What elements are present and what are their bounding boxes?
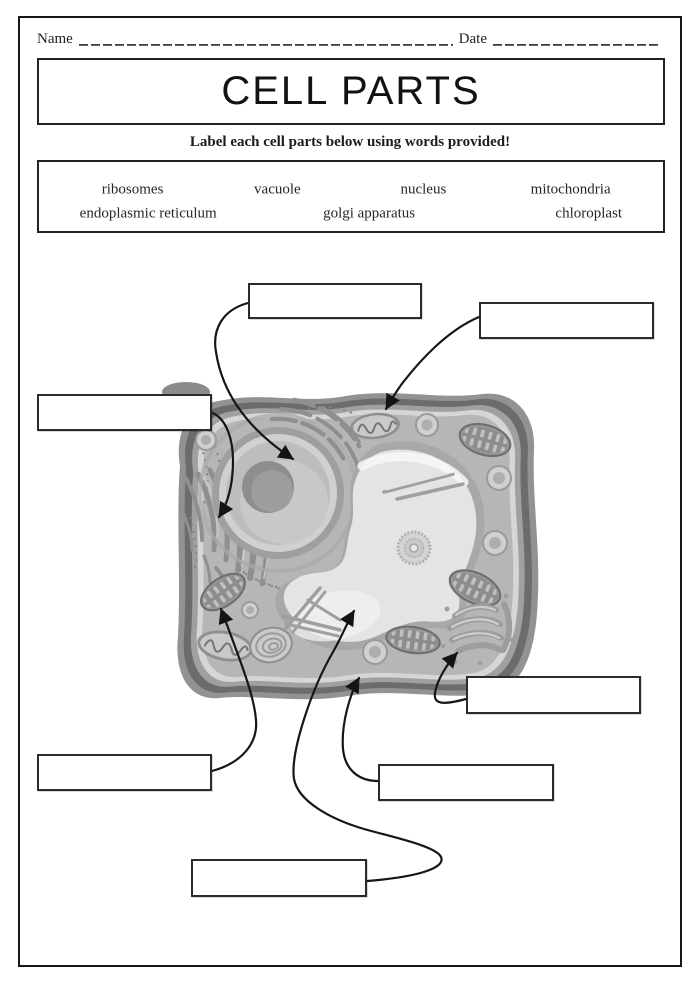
word-bank-box: ribosomes vacuole nucleus mitochondria e… bbox=[37, 160, 665, 233]
name-label: Name bbox=[37, 31, 73, 47]
mitochondrion-top bbox=[350, 412, 400, 440]
instruction-text: Label each cell parts below using words … bbox=[189, 134, 511, 150]
date-label: Date bbox=[458, 31, 487, 47]
name-date-row: Name Date bbox=[37, 31, 667, 48]
nucleus bbox=[198, 413, 358, 573]
word-ribosomes: ribosomes bbox=[101, 181, 164, 198]
word-chloroplast: chloroplast bbox=[555, 205, 623, 222]
chloroplast-left bbox=[200, 572, 246, 612]
answer-box-bottom-center[interactable] bbox=[191, 859, 367, 897]
word-endoplasmic-reticulum: endoplasmic reticulum bbox=[79, 205, 217, 222]
name-field-line[interactable] bbox=[78, 31, 453, 46]
answer-box-top-center[interactable] bbox=[248, 283, 422, 319]
answer-box-bottom-middle-right[interactable] bbox=[378, 764, 554, 801]
page-title: CELL PARTS bbox=[221, 69, 481, 113]
chloroplast-right bbox=[448, 569, 502, 607]
word-nucleus: nucleus bbox=[400, 181, 447, 198]
starch-grain bbox=[396, 530, 432, 566]
word-mitochondria: mitochondria bbox=[530, 181, 611, 198]
answer-box-middle-left[interactable] bbox=[37, 394, 212, 431]
word-golgi-apparatus: golgi apparatus bbox=[323, 205, 416, 222]
date-field-line[interactable] bbox=[493, 31, 661, 46]
chloroplast-top-right bbox=[458, 422, 512, 458]
word-vacuole: vacuole bbox=[254, 181, 301, 198]
vacuole-rods-top bbox=[382, 471, 465, 501]
answer-box-bottom-left[interactable] bbox=[37, 754, 212, 791]
answer-box-top-right[interactable] bbox=[479, 302, 654, 339]
title-box: CELL PARTS bbox=[37, 58, 665, 125]
answer-box-right[interactable] bbox=[466, 676, 641, 714]
